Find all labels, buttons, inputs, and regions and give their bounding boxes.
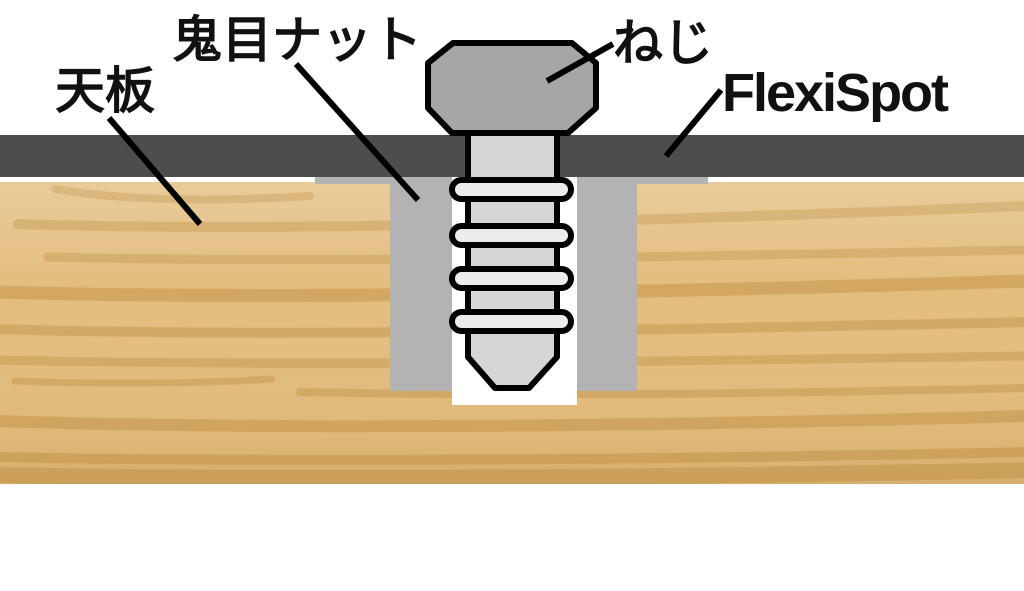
leader-line-tabletop [106, 116, 203, 226]
leader-line-frame [663, 88, 724, 158]
label-screw: ねじ [613, 15, 713, 71]
leader-line-screw [545, 41, 615, 84]
screw-thread-ring [449, 309, 574, 334]
screw-thread-ring [449, 266, 574, 291]
label-insert-nut: 鬼目ナット [172, 12, 422, 68]
screw-thread-ring [449, 177, 574, 202]
leader-line-insert-nut [293, 61, 421, 203]
label-frame: FlexiSpot [722, 63, 949, 123]
screw-head [425, 40, 599, 136]
label-tabletop: 天板 [55, 63, 155, 119]
screw [425, 40, 599, 391]
screw-thread-ring [449, 223, 574, 248]
screw-shaft [465, 128, 560, 391]
